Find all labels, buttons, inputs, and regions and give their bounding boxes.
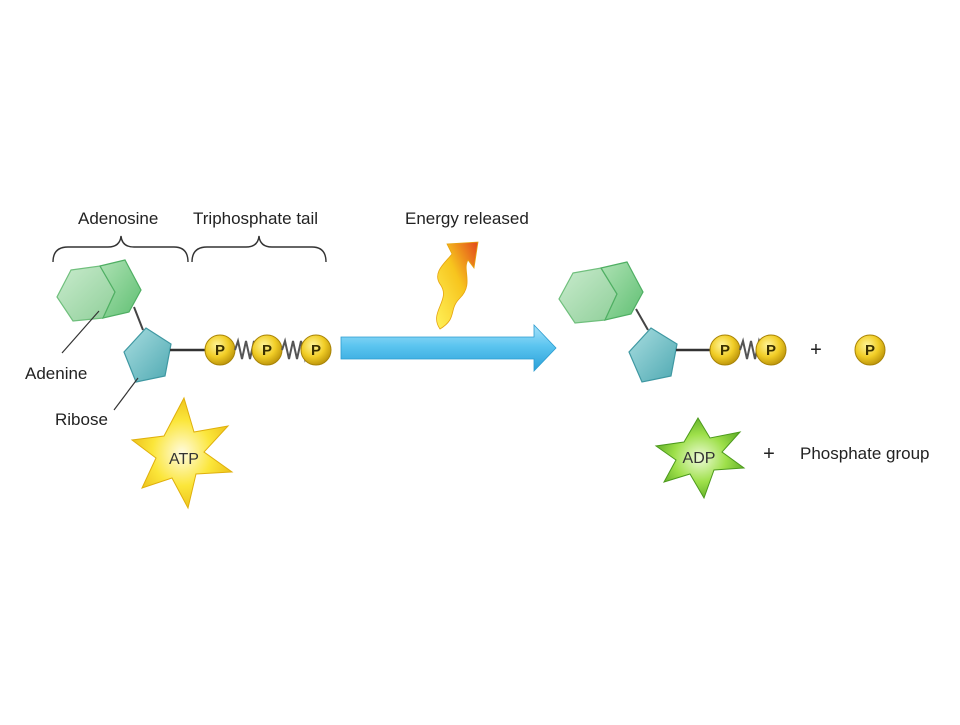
adp-star-badge: ADP (654, 417, 746, 500)
reaction-arrow (340, 324, 557, 372)
phosphate-symbol: P (215, 342, 225, 359)
adenosine-bracket (52, 235, 189, 263)
adenine-leader-line (61, 310, 100, 354)
adp-adenine-group (558, 261, 644, 324)
atp-star-badge: ATP (130, 396, 234, 510)
adenine-ribose-bond (635, 308, 649, 331)
phosphate-symbol: P (311, 342, 321, 359)
adp-phosphate-2: P (755, 334, 787, 366)
ribose-leader-line (113, 377, 139, 411)
triphosphate-bracket (191, 235, 327, 263)
atp-phosphate-2: P (251, 334, 283, 366)
triphosphate-tail-label: Triphosphate tail (193, 209, 318, 228)
free-phosphate: P (854, 334, 886, 366)
adenine-group (56, 259, 142, 322)
phosphate-group-label: Phosphate group (800, 444, 930, 463)
plus-sign-top: + (810, 339, 822, 361)
adenine-pentagon (600, 261, 644, 321)
ribose-pentagon (123, 327, 172, 383)
adenine-pentagon (99, 259, 142, 319)
adenine-ribose-bond (133, 306, 144, 331)
phosphate-symbol: P (766, 342, 776, 359)
atp-phosphate-1: P (204, 334, 236, 366)
energy-flame-icon (436, 241, 479, 330)
atp-phosphate-3: P (300, 334, 332, 366)
atp-label: ATP (169, 451, 199, 468)
adenine-label: Adenine (25, 364, 87, 383)
adp-label: ADP (683, 450, 716, 467)
adenosine-label: Adenosine (78, 209, 158, 228)
plus-sign-bottom: + (763, 443, 775, 465)
phosphate-symbol: P (262, 342, 272, 359)
phosphate-symbol: P (720, 342, 730, 359)
phosphate-symbol: P (865, 342, 875, 359)
ribose-pentagon (628, 327, 678, 383)
energy-released-label: Energy released (405, 209, 529, 228)
adp-phosphate-1: P (709, 334, 741, 366)
ribose-label: Ribose (55, 410, 108, 429)
